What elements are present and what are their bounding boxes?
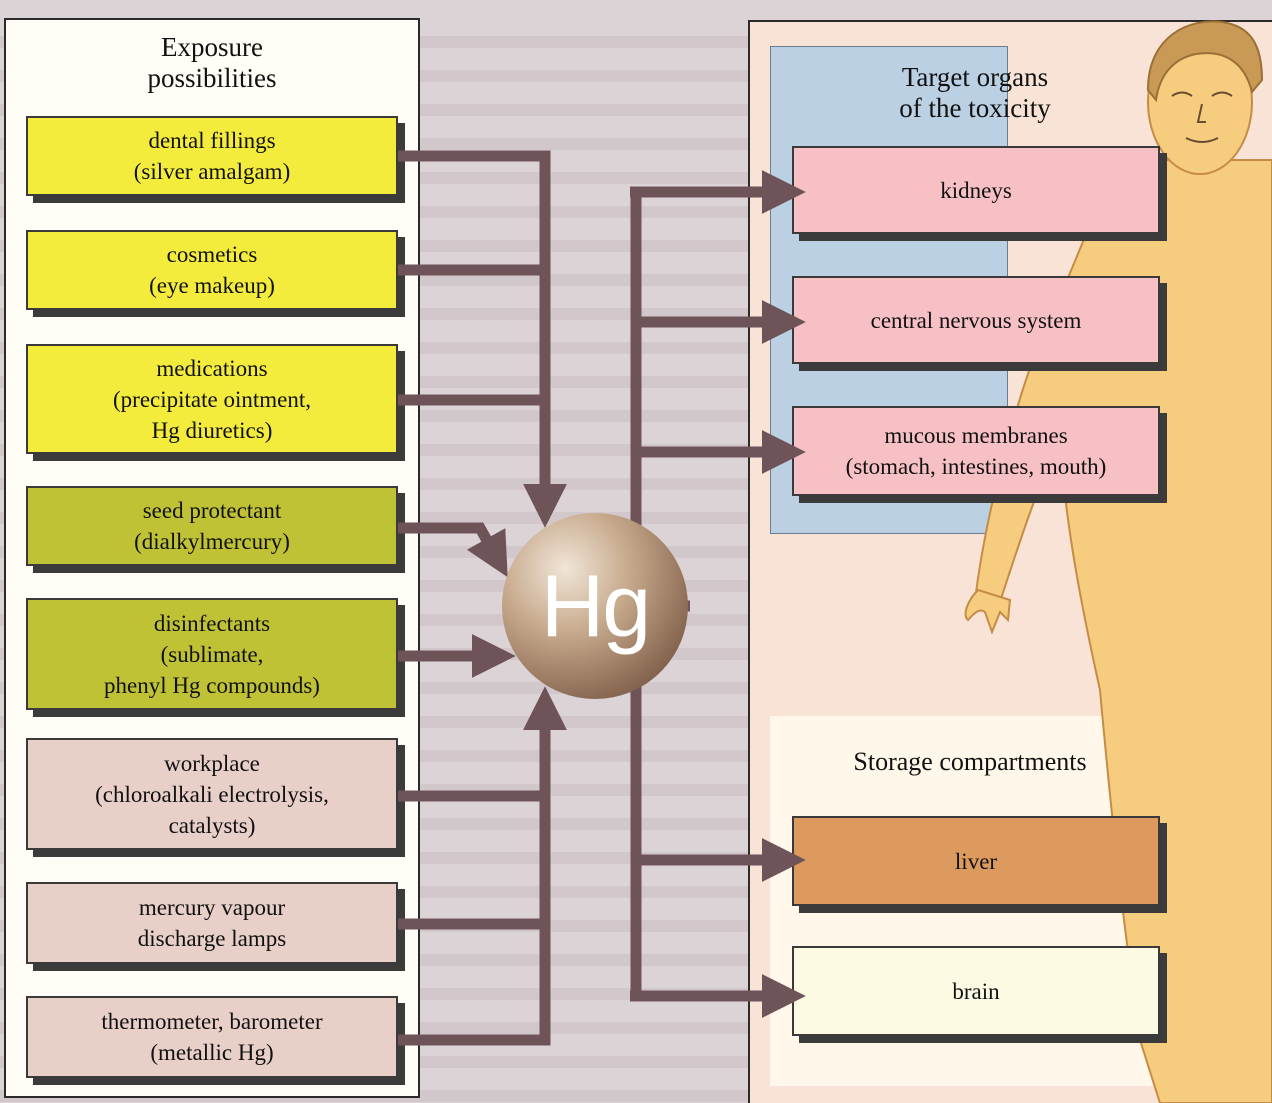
figure-nose xyxy=(1196,103,1206,123)
exposure-box-4: seed protectant (dialkylmercury) xyxy=(26,486,398,566)
exposure-box-8-line2: (metallic Hg) xyxy=(150,1040,274,1065)
exposure-box-5: disinfectants (sublimate, phenyl Hg compou… xyxy=(26,598,398,710)
flow-arrow-1 xyxy=(398,150,567,528)
storage-title: Storage compartments xyxy=(800,746,1140,777)
exposure-box-5-line1: disinfectants xyxy=(153,610,271,636)
exposure-box-2-line1: cosmetics xyxy=(166,242,258,267)
figure-left-eye xyxy=(1171,91,1193,97)
target-organ-box-2-line1: central nervous system xyxy=(870,307,1082,333)
exposure-box-7: mercury vapour discharge lamps xyxy=(26,882,398,964)
exposure-box-6-line1: workplace xyxy=(164,750,260,776)
exposure-box-4-line1: seed protectant xyxy=(142,498,282,523)
storage-box-2: brain xyxy=(792,946,1160,1036)
target-title-line1: Target organs xyxy=(901,62,1049,92)
exposure-box-7-line1: mercury vapour xyxy=(138,895,286,920)
target-organ-box-1-line1: kidneys xyxy=(940,177,1012,203)
exposure-box-7-line2: discharge lamps xyxy=(137,926,287,951)
exposure-box-3-line2: (precipitate ointment, xyxy=(113,386,311,412)
storage-box-1: liver xyxy=(792,816,1160,906)
storage-box-1-line1: liver xyxy=(954,848,998,874)
target-title-line2: of the toxicity xyxy=(899,93,1051,123)
storage-box-2-line1: brain xyxy=(952,978,1000,1004)
exposure-box-1-line1: dental fillings xyxy=(148,128,276,153)
exposure-box-6-line2: (chloroalkali electrolysis, xyxy=(95,781,329,807)
exposure-box-8-line1: thermometer, barometer xyxy=(101,1009,323,1034)
exposure-box-6: workplace (chloroalkali electrolysis, cata… xyxy=(26,738,398,850)
hg-symbol: Hg xyxy=(540,556,652,655)
target-organ-box-1: kidneys xyxy=(792,146,1160,234)
exposure-box-2-line2: (eye makeup) xyxy=(149,273,275,298)
exposure-box-4-line2: (dialkylmercury) xyxy=(134,529,290,554)
figure-mouth xyxy=(1185,137,1219,143)
hg-sphere: Hg xyxy=(502,513,688,699)
flow-arrow-7 xyxy=(398,522,508,578)
exposure-box-3-line1: medications xyxy=(156,355,268,381)
figure-right-eye xyxy=(1211,91,1233,97)
exposure-title-line1: Exposure xyxy=(161,32,263,62)
exposure-box-5-line3: phenyl Hg compounds) xyxy=(104,672,320,698)
figure-hair xyxy=(1146,20,1264,103)
target-organ-box-3: mucous membranes (stomach, intestines, mo… xyxy=(792,406,1160,496)
figure-torso xyxy=(973,159,1272,1103)
exposure-box-1: dental fillings (silver amalgam) xyxy=(26,116,398,196)
exposure-box-5-line2: (sublimate, xyxy=(160,641,264,667)
exposure-box-1-line2: (silver amalgam) xyxy=(133,159,291,184)
target-organ-box-2: central nervous system xyxy=(792,276,1160,364)
exposure-box-3: medications (precipitate ointment, Hg diur… xyxy=(26,344,398,454)
flow-arrow-4 xyxy=(398,686,567,1046)
target-organs-title: Target organs of the toxicity xyxy=(850,62,1100,124)
target-organ-box-3-line2: (stomach, intestines, mouth) xyxy=(845,454,1107,479)
exposure-box-2: cosmetics (eye makeup) xyxy=(26,230,398,310)
exposure-box-3-line3: Hg diuretics) xyxy=(151,417,273,443)
exposure-title: Exposure possibilities xyxy=(6,32,418,94)
exposure-box-6-line3: catalysts) xyxy=(168,812,256,838)
target-organ-box-3-line1: mucous membranes xyxy=(884,423,1068,448)
exposure-box-8: thermometer, barometer (metallic Hg) xyxy=(26,996,398,1078)
storage-title-text: Storage compartments xyxy=(853,747,1087,776)
exposure-title-line2: possibilities xyxy=(147,63,277,93)
figure-hand xyxy=(964,588,1012,635)
